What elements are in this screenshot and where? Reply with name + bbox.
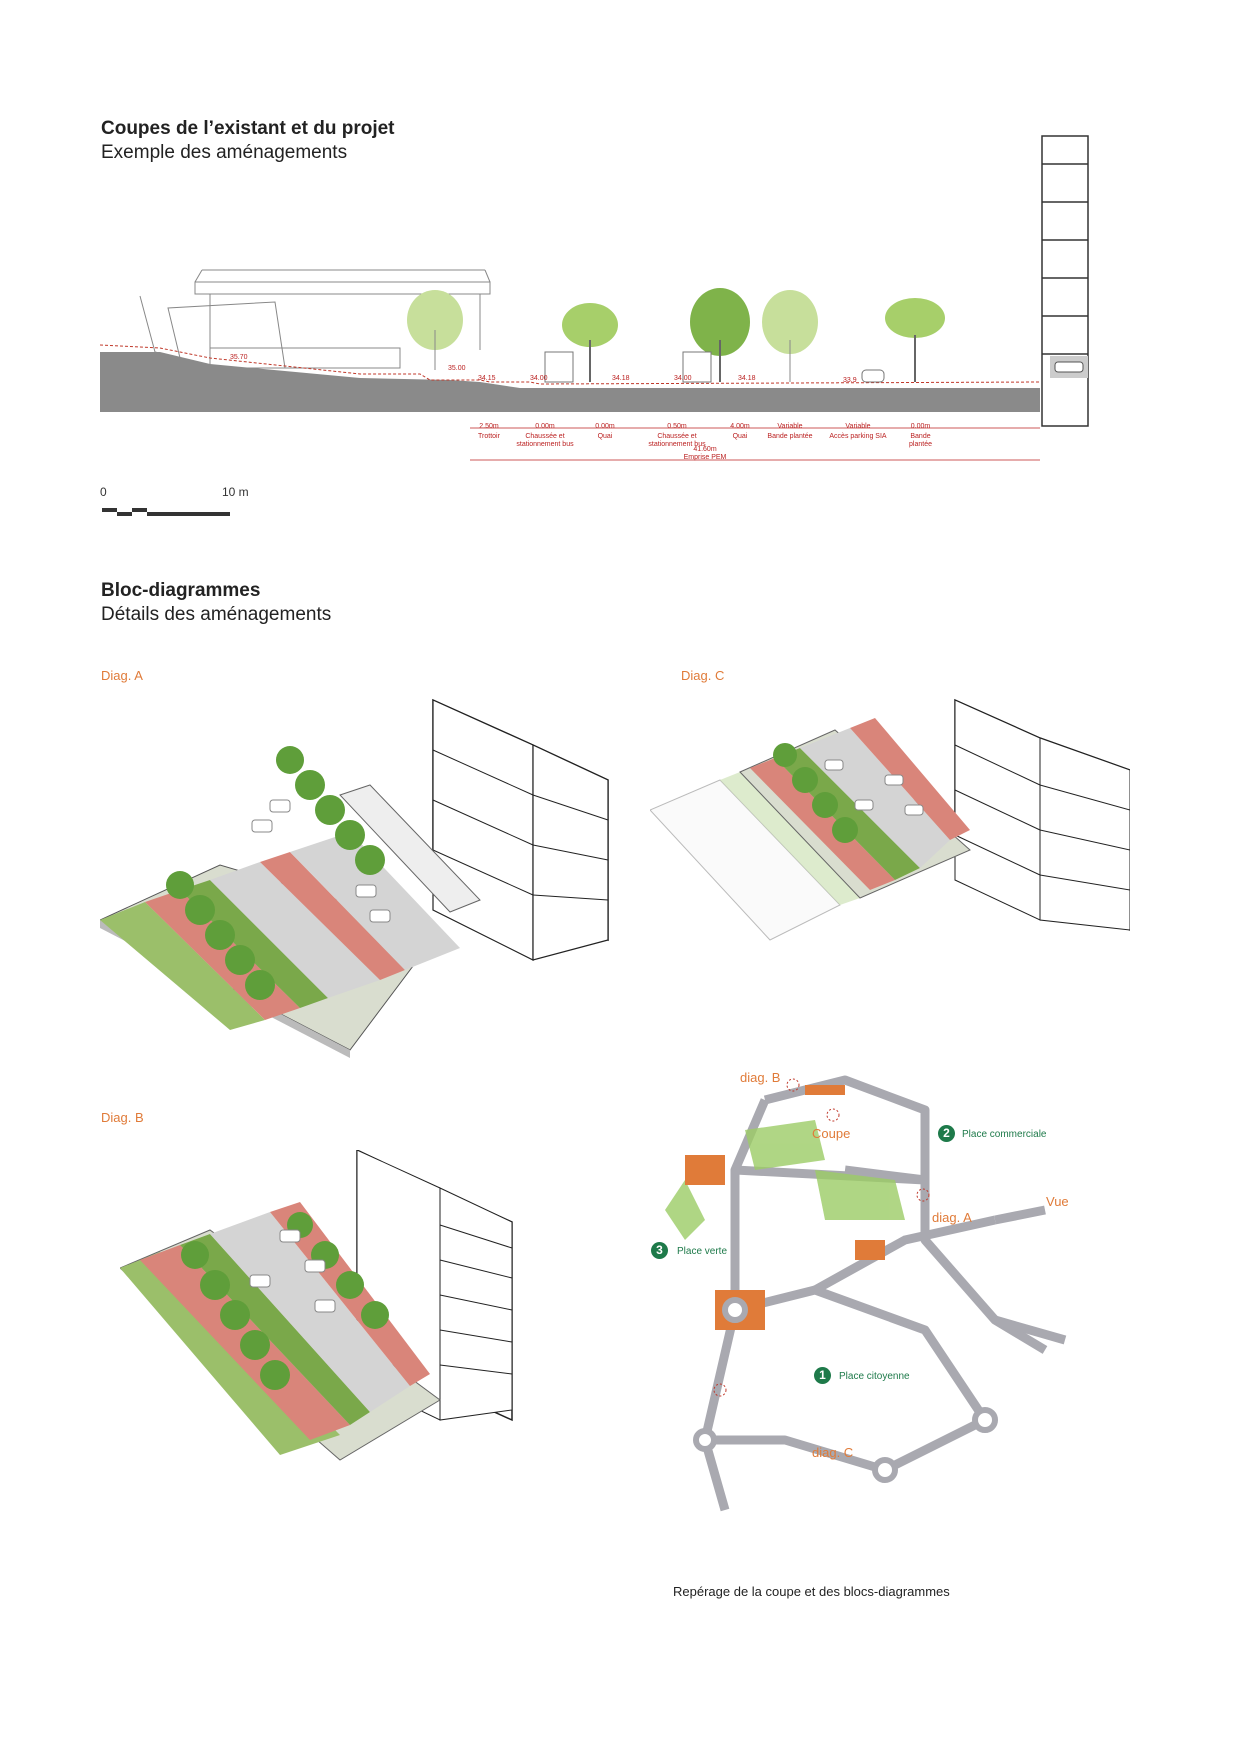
map-label-diag-c: diag. C (812, 1445, 854, 1460)
total-width: 41.60m (693, 446, 717, 453)
block-diagram-a (100, 698, 609, 1058)
bus-left (544, 351, 574, 383)
map-label-diag-b: diag. B (740, 1070, 781, 1085)
segment-width: 0.50m (667, 423, 687, 430)
place-2-label: Place commerciale (962, 1129, 1047, 1140)
segment-width: Variable (777, 423, 803, 430)
elevation-label: 35.70 (230, 354, 248, 361)
segment-label: Chaussée et stationnement bus (516, 433, 574, 448)
elevation-label: 34.18 (612, 375, 630, 382)
segment-label: Bande plantée (909, 433, 932, 448)
elevation-label: 34.18 (738, 375, 756, 382)
scale-end: 10 m (222, 485, 249, 499)
elevation-label: 35.00 (448, 365, 466, 372)
ground-section (100, 352, 1040, 412)
section-subtitle-coupes: Exemple des aménagements (101, 142, 348, 163)
dimension-labels: 2.50m Trottoir 0.00m Chaussée et station… (470, 423, 1040, 463)
scale-bar (102, 508, 230, 516)
cross-section-drawing: 35.70 35.00 34.15 34.00 34.18 34.00 34.1… (100, 135, 1089, 461)
segment-label: Chaussée et stationnement bus (648, 433, 706, 448)
place-1-label: Place citoyenne (839, 1371, 910, 1382)
place-1-badge: 1 (814, 1367, 831, 1384)
elevation-label: 34.15 (478, 375, 496, 382)
diag-c-label: Diag. C (681, 668, 725, 683)
map-label-vue: Vue (1046, 1194, 1069, 1209)
section-subtitle-bloc: Détails des aménagements (101, 604, 332, 625)
section-title-bloc: Bloc-diagrammes (101, 580, 261, 601)
diag-a-label: Diag. A (101, 668, 143, 683)
map-label-diag-a: diag. A (932, 1210, 972, 1225)
car (861, 369, 885, 383)
scale-start: 0 (100, 485, 107, 499)
segment-width: 0.00m (910, 423, 931, 430)
segment-label: Quai (732, 433, 748, 440)
elevation-label: 33.9 (843, 377, 857, 384)
section-title-coupes: Coupes de l’existant et du projet (101, 118, 395, 139)
segment-label: Quai (597, 433, 613, 440)
diag-b-label: Diag. B (101, 1110, 144, 1125)
elevation-label: 34.00 (530, 375, 548, 382)
trees (407, 288, 945, 382)
place-2-badge: 2 (938, 1125, 955, 1142)
block-diagram-b (120, 1150, 513, 1461)
map-label-coupe: Coupe (812, 1126, 851, 1141)
place-3-badge: 3 (651, 1242, 668, 1259)
project-profile-line (100, 344, 1041, 385)
segment-label: Accès parking SIA (829, 433, 887, 440)
tall-building-right (1041, 135, 1089, 427)
segment-label: Bande plantée (767, 433, 813, 440)
segment-width: 4.00m (730, 423, 750, 430)
segment-width: 0.00m (535, 423, 555, 430)
segment-width: 0.00m (595, 423, 615, 430)
total-label: Emprise PEM (683, 454, 727, 461)
elevation-label: 34.00 (674, 375, 692, 382)
location-map (665, 1075, 1067, 1512)
segment-label: Trottoir (478, 433, 500, 440)
segment-width: 2.50m (479, 423, 499, 430)
bus-right (682, 351, 712, 383)
block-diagram-c (650, 698, 1130, 941)
map-caption: Repérage de la coupe et des blocs-diagra… (673, 1584, 950, 1599)
canopy-structure (139, 269, 491, 369)
place-3-label: Place verte (677, 1246, 728, 1257)
segment-width: Variable (845, 423, 871, 430)
